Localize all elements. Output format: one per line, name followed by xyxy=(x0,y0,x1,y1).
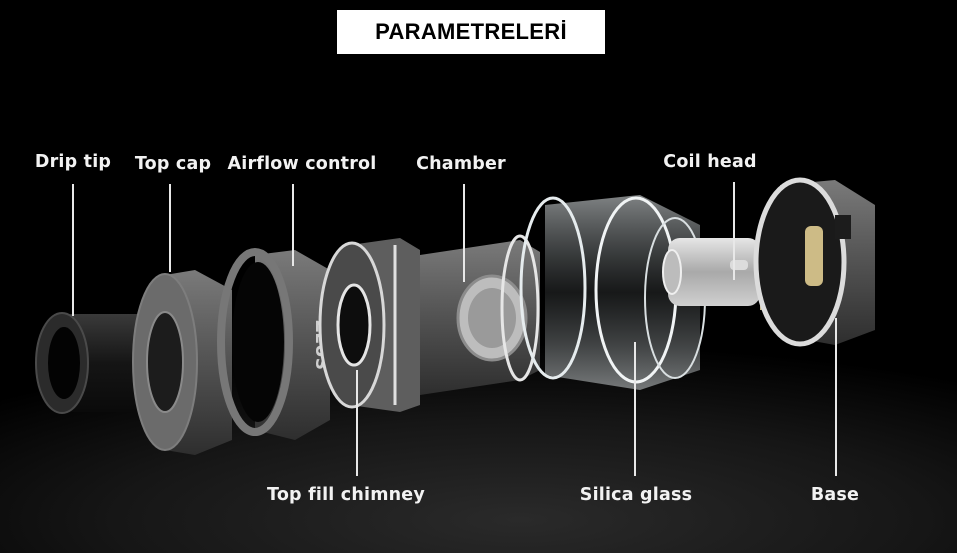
top-cap-part xyxy=(132,270,232,455)
label-drip-tip: Drip tip xyxy=(34,152,112,172)
label-top-fill-chimney: Top fill chimney xyxy=(267,485,425,505)
base-part xyxy=(753,177,875,347)
leader-line-top-cap xyxy=(169,184,171,272)
leader-line-chamber xyxy=(463,184,465,282)
label-silica-glass: Silica glass xyxy=(579,485,693,505)
leader-line-base xyxy=(835,318,837,476)
top-fill-chimney-part xyxy=(318,238,420,412)
label-coil-head: Coil head xyxy=(663,152,757,172)
leader-line-top-fill-chimney xyxy=(356,370,358,476)
chamber-part xyxy=(420,234,540,395)
label-airflow-control: Airflow control xyxy=(227,154,377,174)
label-top-cap: Top cap xyxy=(134,154,212,174)
leader-line-airflow-control xyxy=(292,184,294,266)
leader-line-coil-head xyxy=(733,182,735,280)
leader-line-drip-tip xyxy=(72,184,74,316)
leader-line-silica-glass xyxy=(634,342,636,476)
airflow-control-part: ZEUS xyxy=(217,248,331,440)
label-base: Base xyxy=(810,485,860,505)
title-box: PARAMETRELERİ xyxy=(337,10,605,54)
page-title: PARAMETRELERİ xyxy=(375,19,567,44)
label-chamber: Chamber xyxy=(416,154,506,174)
